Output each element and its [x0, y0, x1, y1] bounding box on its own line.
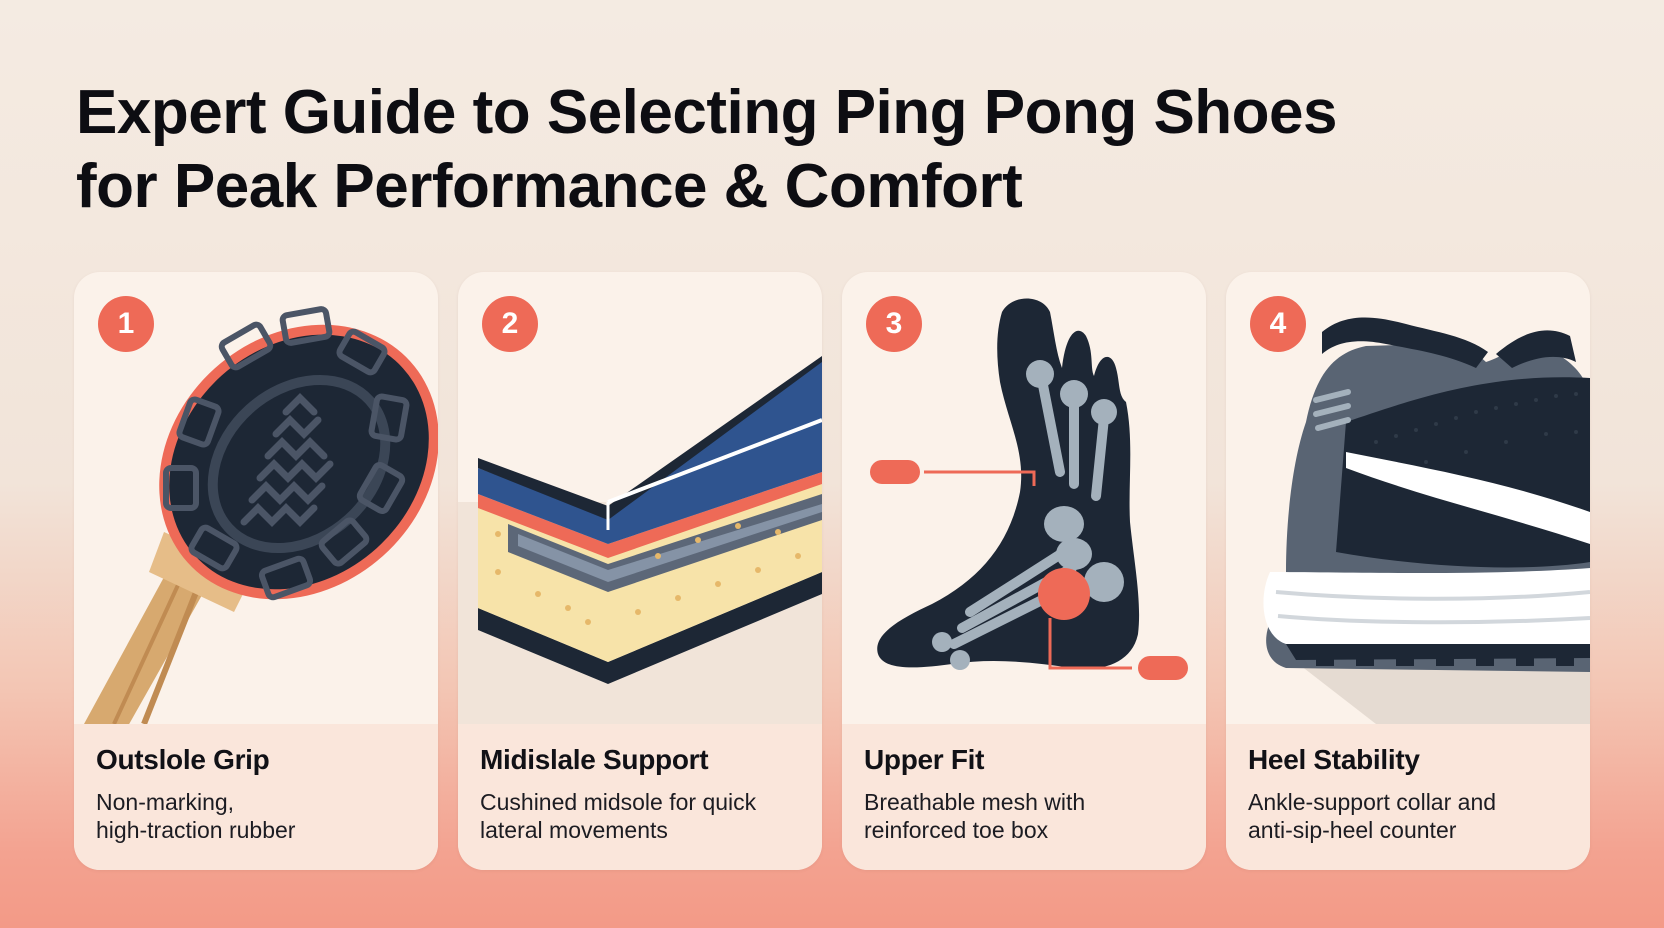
- card-description: Cushined midsole for quick lateral movem…: [480, 789, 757, 843]
- card-title: Midislale Support: [480, 744, 709, 775]
- card-title: Heel Stability: [1248, 744, 1420, 775]
- card-illustration: [842, 272, 1206, 724]
- step-number-badge: 2: [482, 296, 538, 352]
- paddle-sole-icon: [84, 306, 438, 724]
- card-text-panel: [74, 724, 438, 870]
- card-illustration: [1226, 272, 1590, 724]
- card-outsole-grip: 1 Outslole Grip Non-marking, high-tracti…: [74, 272, 438, 870]
- foot-xray-icon: [870, 298, 1188, 680]
- title-line-1: Expert Guide to Selecting Ping Pong Shoe…: [76, 78, 1338, 147]
- title-line-2: for Peak Performance & Comfort: [76, 152, 1023, 221]
- card-title: Outslole Grip: [96, 744, 270, 775]
- card-description: Non-marking, high-traction rubber: [96, 789, 296, 843]
- card-description: Breathable mesh with reinforced toe box: [864, 789, 1086, 843]
- sneaker-icon: [1263, 317, 1590, 724]
- step-number-badge: 3: [866, 296, 922, 352]
- card-title: Upper Fit: [864, 744, 985, 775]
- card-description: Ankle-support collar and anti-sip-heel c…: [1248, 789, 1497, 843]
- step-number-badge: 4: [1250, 296, 1306, 352]
- card-text-panel: [458, 724, 822, 870]
- card-text-panel: [842, 724, 1206, 870]
- step-number-badge: 1: [98, 296, 154, 352]
- card-upper-fit: 3 Upper Fit Breathable mesh with reinfor…: [842, 272, 1206, 870]
- page-title: Expert Guide to Selecting Ping Pong Shoe…: [76, 76, 1338, 224]
- card-heel-stability: 4 Heel Stability Ankle-support collar an…: [1226, 272, 1590, 870]
- midsole-layers-icon: [458, 356, 822, 724]
- card-illustration: [458, 272, 822, 724]
- card-midsole-support: 2 Midislale Support Cushined midsole for…: [458, 272, 822, 870]
- card-illustration: [74, 272, 438, 724]
- card-text-panel: [1226, 724, 1590, 870]
